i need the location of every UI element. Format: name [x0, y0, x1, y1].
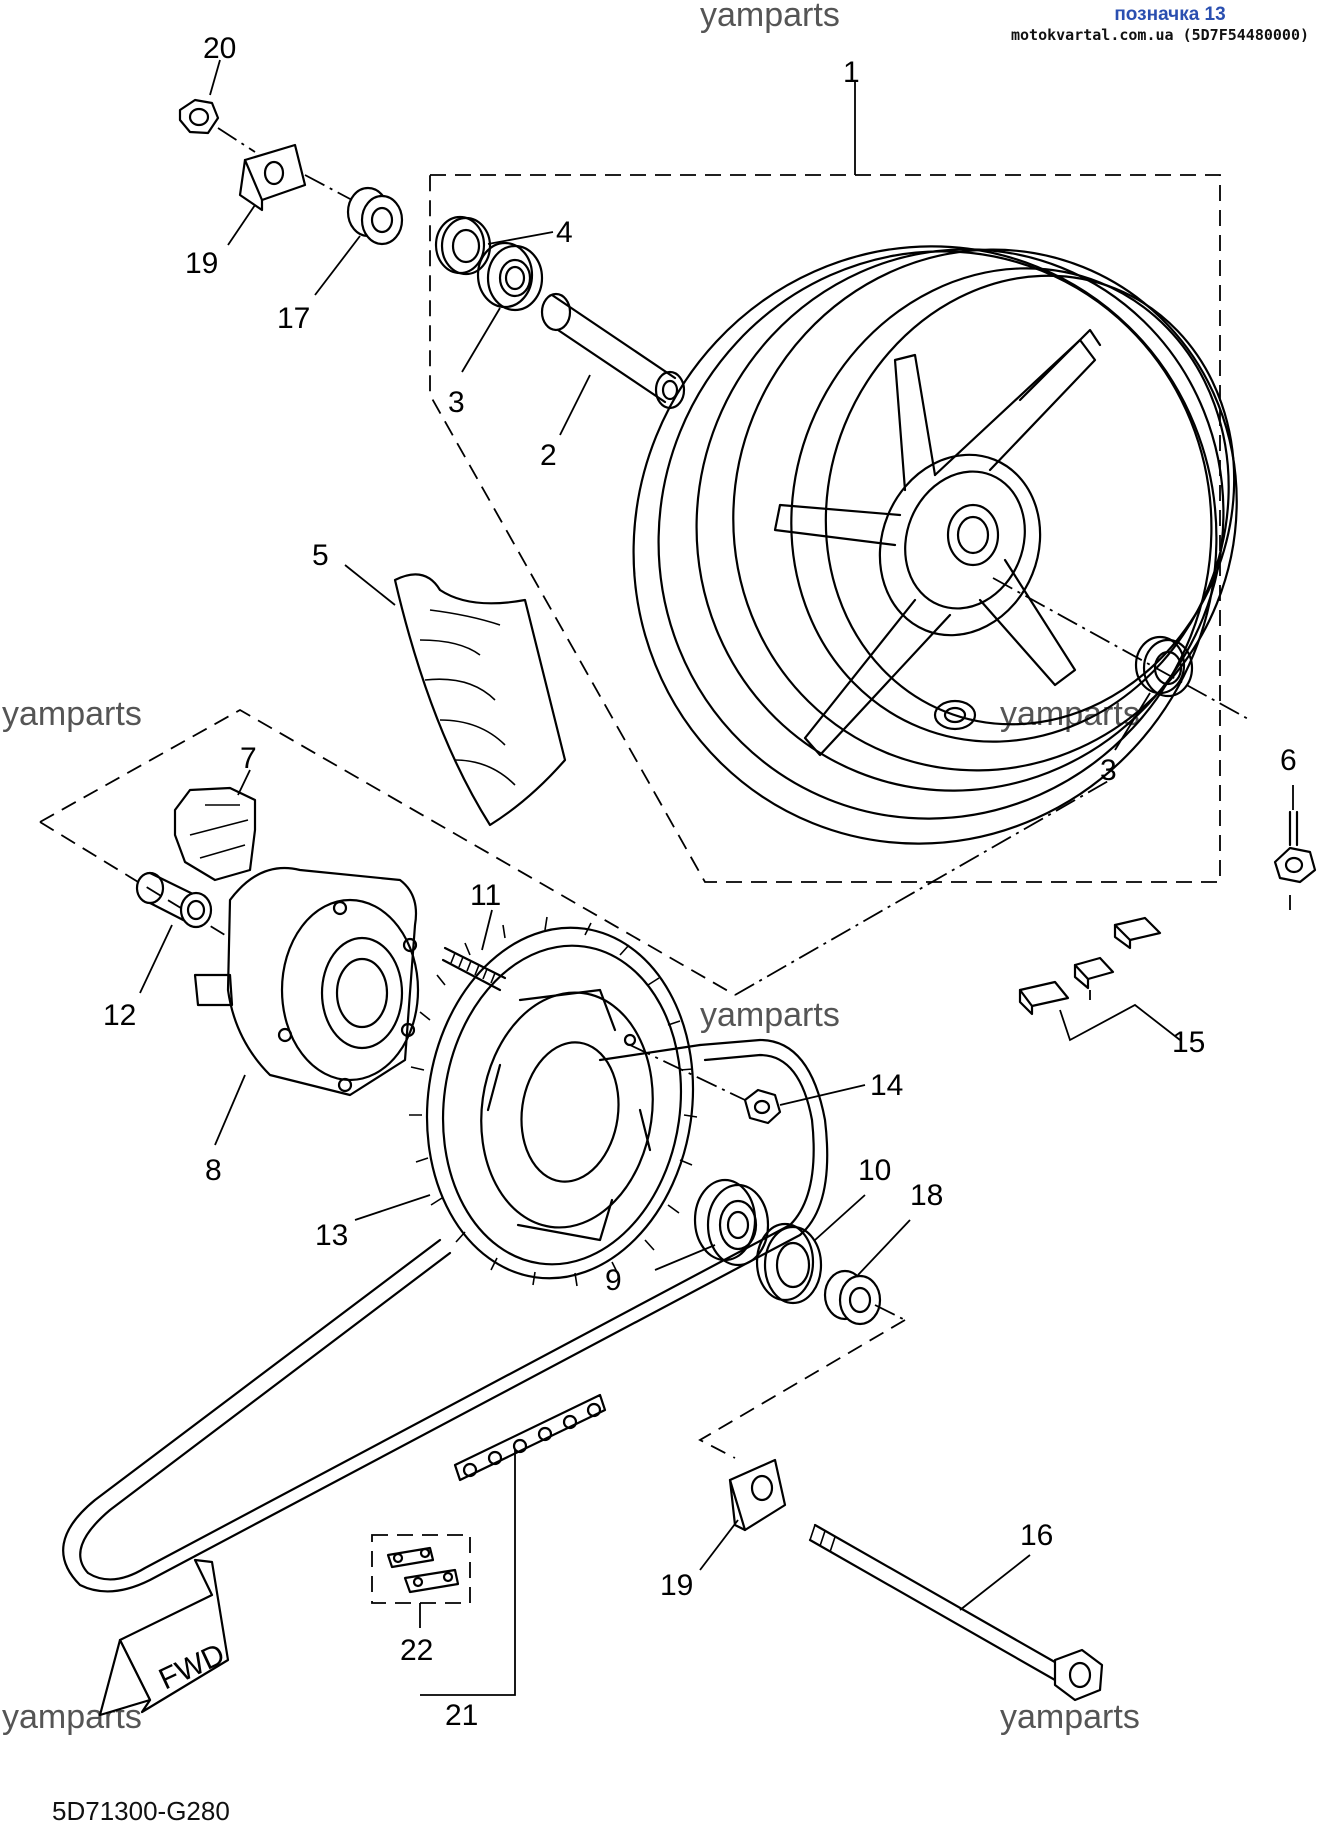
- oil-seal-4: [434, 215, 492, 276]
- callout-20: 20: [203, 32, 236, 65]
- callout-14: 14: [870, 1069, 903, 1102]
- leader-11: [481, 909, 493, 951]
- callout-22: 22: [400, 1634, 433, 1667]
- sprocket-hub-8: [193, 866, 420, 1097]
- leader-3b: [1114, 692, 1151, 751]
- callout-3b: 3: [1100, 754, 1117, 787]
- watermark-top: yamparts: [700, 0, 840, 34]
- diagram-part-code: 5D71300-G280: [52, 1796, 230, 1826]
- header-url: motokvartal.com.ua (5D7F54480000): [1010, 26, 1309, 44]
- adjuster-plate-19-upper: [238, 143, 307, 212]
- watermark-left: yamparts: [2, 695, 142, 733]
- bolt-6: [1273, 810, 1317, 884]
- adjuster-plate-19-lower: [728, 1458, 787, 1532]
- callout-7: 7: [240, 742, 257, 775]
- leader-12: [139, 924, 173, 994]
- nut-20: [178, 98, 220, 135]
- collar-18: [823, 1269, 882, 1326]
- callout-5: 5: [312, 539, 329, 572]
- rear-sprocket-13: [409, 916, 698, 1287]
- leader-17: [314, 235, 361, 296]
- watermark-center: yamparts: [700, 996, 840, 1034]
- leader-19b: [699, 1519, 739, 1571]
- rear-wheel: [632, 245, 1238, 845]
- leader-3a: [461, 307, 501, 373]
- callout-12: 12: [103, 999, 136, 1032]
- callout-19b: 19: [660, 1569, 693, 1602]
- drive-chain-21: [62, 1038, 829, 1593]
- stud-centerline: [629, 1044, 746, 1101]
- leader-5: [344, 564, 396, 606]
- leader-14: [779, 1084, 866, 1106]
- leader-21: [420, 1450, 516, 1696]
- leader-13: [354, 1194, 431, 1221]
- leader-10: [814, 1194, 866, 1241]
- callout-8: 8: [205, 1154, 222, 1187]
- callout-10: 10: [858, 1154, 891, 1187]
- stud-bolt-11: [441, 946, 507, 992]
- leader-4: [487, 231, 554, 245]
- bearing-9: [693, 1178, 770, 1267]
- leader-9: [654, 1244, 716, 1271]
- adjuster-centerline-mid: [304, 174, 353, 201]
- header-tag: позначка 13: [1114, 4, 1226, 25]
- axle-boundary-lower: [698, 1319, 906, 1459]
- leader-7: [237, 769, 251, 796]
- axle-centerline-lower: [874, 1304, 906, 1321]
- callout-3a: 3: [448, 386, 465, 419]
- callout-18: 18: [910, 1179, 943, 1212]
- fwd-arrow-icon: [98, 1558, 230, 1717]
- nut-14: [743, 1088, 782, 1125]
- callout-11: 11: [470, 879, 501, 912]
- callout-19a: 19: [185, 247, 218, 280]
- leader-2: [559, 374, 591, 436]
- chain-joint-22: [371, 1534, 471, 1604]
- bearing-3-upper: [476, 241, 544, 312]
- adjuster-centerline-top: [217, 127, 256, 153]
- oil-seal-10: [755, 1222, 823, 1305]
- callout-13: 13: [315, 1219, 348, 1252]
- callout-17: 17: [277, 302, 310, 335]
- axle-centerline-upper: [992, 577, 1251, 721]
- leader-16: [959, 1554, 1031, 1611]
- watermark-bottom-right: yamparts: [1000, 1698, 1140, 1736]
- balance-weights-15: [1018, 916, 1162, 1016]
- leader-18: [857, 1219, 911, 1276]
- axle-centerline-hub: [734, 779, 1111, 996]
- leader-15: [1059, 1003, 1181, 1042]
- callout-15: 15: [1172, 1026, 1205, 1059]
- leader-8: [214, 1074, 246, 1146]
- callout-2: 2: [540, 439, 557, 472]
- collar-12: [135, 871, 213, 929]
- tire-5: [393, 573, 567, 827]
- wheel-assembly-boundary: [429, 174, 1221, 883]
- callout-9: 9: [605, 1264, 622, 1297]
- damper-7: [173, 786, 257, 882]
- collar-17: [346, 186, 404, 246]
- callout-4: 4: [556, 216, 573, 249]
- leader-19a: [227, 204, 256, 246]
- spacer-collar-2: [540, 292, 686, 410]
- hub-assembly-boundary: [39, 708, 736, 996]
- leader-20: [209, 59, 221, 96]
- callout-16: 16: [1020, 1519, 1053, 1552]
- callout-6: 6: [1280, 744, 1297, 777]
- rear-axle-16: [808, 1523, 1104, 1702]
- callout-21: 21: [445, 1699, 478, 1732]
- callout-1: 1: [843, 56, 860, 89]
